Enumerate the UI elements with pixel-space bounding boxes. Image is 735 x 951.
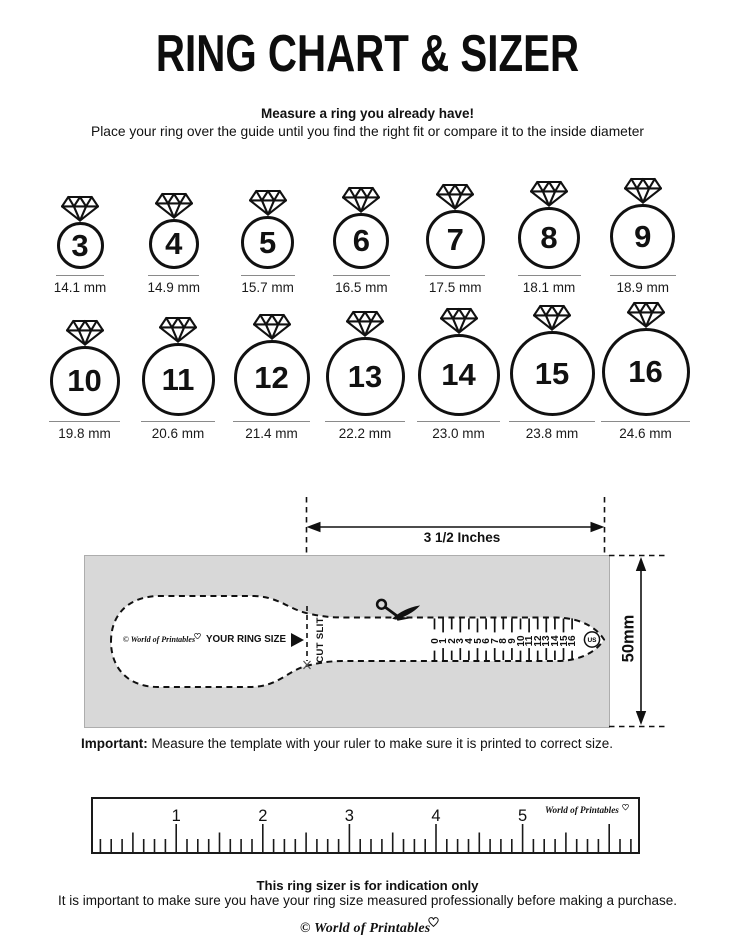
svg-text:US: US: [587, 637, 597, 644]
